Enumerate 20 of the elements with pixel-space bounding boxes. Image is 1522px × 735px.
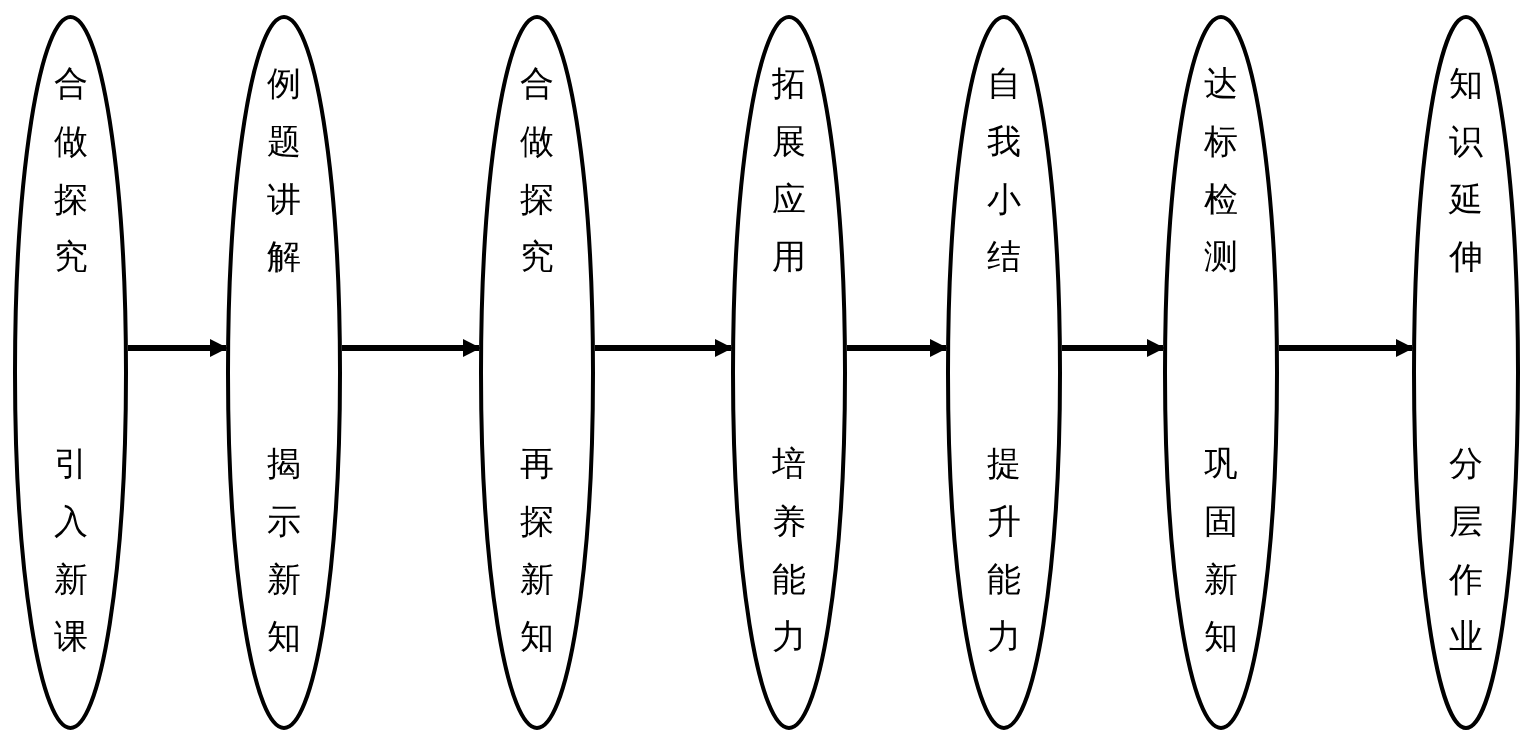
step-text: 再探新知 xyxy=(520,442,554,659)
step-text: 自我小结 xyxy=(987,62,1021,279)
step-text: 提升能力 xyxy=(987,442,1021,659)
arrow xyxy=(595,339,733,357)
step-text: 拓展应用 xyxy=(772,62,806,279)
step-text: 例题讲解 xyxy=(267,62,301,279)
arrow xyxy=(1279,339,1414,357)
step-text: 合做探究 xyxy=(53,62,88,279)
step-text: 巩固新知 xyxy=(1204,442,1238,659)
arrow xyxy=(1062,339,1165,357)
step-text: 知识延伸 xyxy=(1449,62,1483,279)
step-text: 分层作业 xyxy=(1449,442,1483,659)
step-text: 培养能力 xyxy=(772,442,806,659)
arrow xyxy=(847,339,948,357)
arrow xyxy=(342,339,481,357)
step-text: 揭示新知 xyxy=(267,442,301,659)
arrow xyxy=(128,339,228,357)
step-text: 合做探究 xyxy=(520,62,554,279)
step-text: 引入新课 xyxy=(53,442,88,659)
step-text: 达标检测 xyxy=(1204,62,1238,279)
